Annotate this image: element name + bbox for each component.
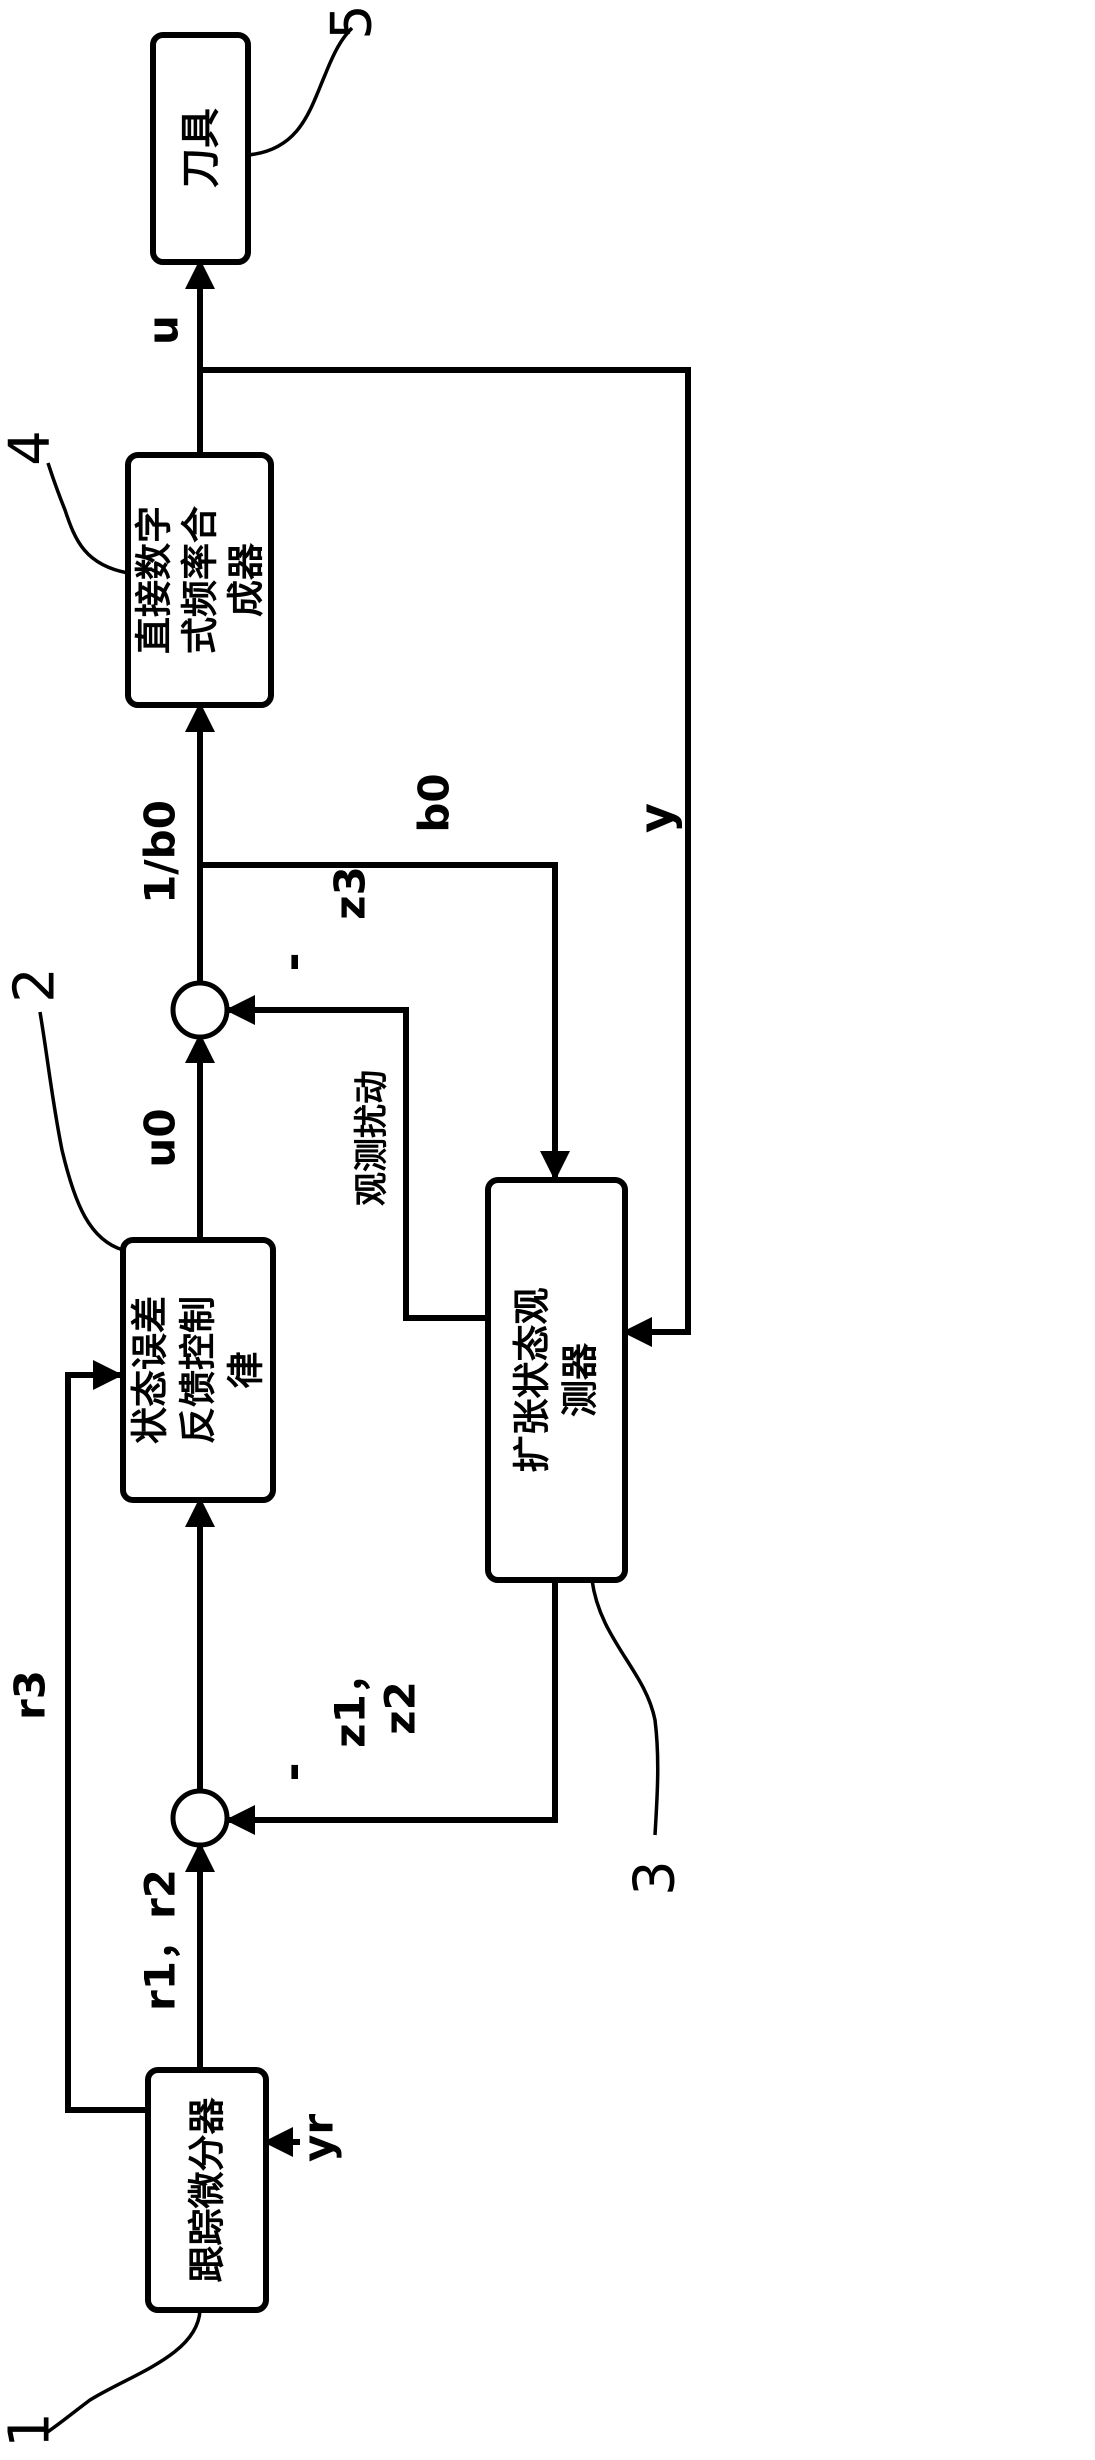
signal-observed-disturbance: 观测扰动 [352, 1070, 392, 1206]
dds-label-line3: 成器 [225, 542, 268, 617]
tracking-differentiator-label: 跟踪微分器 [186, 2097, 229, 2283]
state-error-feedback-label-line3: 律 [225, 1352, 268, 1389]
state-error-feedback-block: 状态误差 反馈控制 律 [123, 1240, 273, 1500]
callout-number-1: 1 [0, 2412, 63, 2448]
eso-label-line2: 测器 [559, 1342, 602, 1417]
state-error-feedback-label-line2: 反馈控制 [177, 1296, 220, 1444]
extended-state-observer-block: 扩张状态观 测器 [488, 1180, 625, 1580]
signal-inv-b0: 1/b0 [136, 800, 185, 904]
tracking-differentiator-block: 跟踪微分器 [148, 2070, 266, 2310]
callout-leader-3 [592, 1580, 658, 1835]
summing-junction-2 [173, 983, 227, 1037]
callout-number-5: 5 [320, 4, 385, 40]
signal-u0: u0 [136, 1108, 185, 1167]
callout-number-2: 2 [3, 967, 68, 1003]
signal-u: u [139, 315, 188, 345]
signal-r1r2: r1，r2 [136, 1869, 185, 2011]
signal-minus-1: - [265, 1762, 319, 1781]
signal-y: y [629, 803, 683, 833]
dds-block: 直接数字 式频率合 成器 [128, 455, 271, 705]
signal-z1: z1， [326, 1652, 375, 1748]
signal-b0: b0 [410, 773, 459, 832]
dds-label-line2: 式频率合 [179, 506, 222, 654]
tool-block: 刀具 [153, 35, 248, 262]
callout-leader-5 [248, 28, 352, 155]
signal-minus-2: - [265, 952, 319, 971]
signal-r3: r3 [6, 1670, 55, 1720]
summing-junction-1 [173, 1791, 227, 1845]
callout-number-4: 4 [0, 430, 63, 466]
signal-yr: yr [294, 2114, 343, 2162]
state-error-feedback-label-line1: 状态误差 [129, 1296, 172, 1444]
callout-number-3: 3 [623, 1860, 688, 1896]
signal-z3: z3 [326, 866, 375, 920]
callout-leader-4 [48, 463, 128, 573]
dds-label-line1: 直接数字 [133, 506, 176, 654]
callout-leader-2 [40, 1012, 123, 1250]
eso-label-line1: 扩张状态观 [511, 1288, 554, 1473]
signal-z2: z2 [376, 1681, 425, 1735]
tool-label: 刀具 [178, 108, 224, 188]
callout-leader-1 [46, 2310, 200, 2433]
